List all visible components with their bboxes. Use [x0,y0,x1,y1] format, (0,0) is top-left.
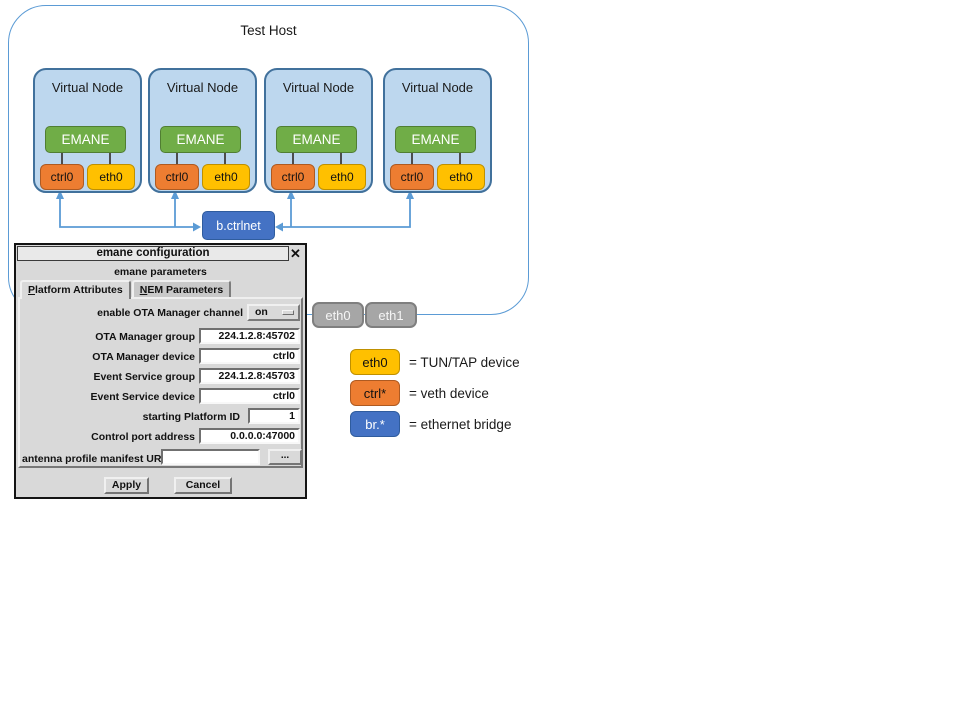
ctrl0-box: ctrl0 [40,164,84,190]
dropdown-indicator-icon [282,310,294,315]
dialog-title: emane configuration [96,247,210,259]
browse-button[interactable]: ... [268,449,302,465]
legend-label-veth: = veth device [409,385,489,401]
ctrl0-box: ctrl0 [271,164,315,190]
emane-ctrl-link-line [176,153,178,165]
field-label-platform-id: starting Platform ID [142,411,240,423]
control-port-input[interactable] [199,428,300,444]
antenna-uri-input[interactable] [161,449,260,465]
legend-ctrl-box: ctrl* [350,380,400,406]
ota-device-input[interactable] [199,348,300,364]
legend-label-bridge: = ethernet bridge [409,416,512,432]
virtual-node-2: Virtual Node EMANE ctrl0 eth0 [148,68,257,193]
dialog-titlebar[interactable]: emane configuration [17,246,289,261]
ota-channel-value: on [255,306,268,318]
virtual-node-title: Virtual Node [282,80,355,95]
eth0-box: eth0 [202,164,250,190]
legend-row-veth: ctrl* = veth device [350,380,489,406]
dialog-tabs: Platform Attributes NEM Parameters [20,280,232,299]
emane-ctrl-link-line [292,153,294,165]
field-label-ota-enable: enable OTA Manager channel [97,307,243,319]
emane-ctrl-link-line [411,153,413,165]
close-icon[interactable]: ✕ [290,246,301,261]
field-label-antenna-uri: antenna profile manifest URI [22,453,165,465]
tab-label: Platform Attributes [28,284,123,296]
field-label-ota-device: OTA Manager device [92,351,195,363]
event-device-input[interactable] [199,388,300,404]
emane-box: EMANE [45,126,126,153]
virtual-node-title: Virtual Node [401,80,474,95]
eth0-box: eth0 [87,164,135,190]
emane-eth-link-line [224,153,226,165]
tab-platform-attributes[interactable]: Platform Attributes [20,280,131,299]
emane-configuration-dialog: emane configuration ✕ emane parameters P… [14,243,307,499]
emane-eth-link-line [340,153,342,165]
legend-eth0-box: eth0 [350,349,400,375]
host-title: Test Host [240,23,297,38]
emane-eth-link-line [109,153,111,165]
tab-label: NEM Parameters [139,284,224,296]
virtual-node-3: Virtual Node EMANE ctrl0 eth0 [264,68,373,193]
emane-box: EMANE [276,126,357,153]
emane-box: EMANE [395,126,476,153]
ctrl0-box: ctrl0 [390,164,434,190]
field-label-event-group: Event Service group [93,371,195,383]
emane-box: EMANE [160,126,241,153]
legend-row-tuntap: eth0 = TUN/TAP device [350,349,520,375]
ota-channel-dropdown[interactable]: on [247,304,300,321]
host-eth0-box: eth0 [312,302,364,328]
field-label-control-port: Control port address [91,431,195,443]
host-eth1-box: eth1 [365,302,417,328]
ota-group-input[interactable] [199,328,300,344]
field-label-ota-group: OTA Manager group [95,331,195,343]
eth0-box: eth0 [437,164,485,190]
tab-nem-parameters[interactable]: NEM Parameters [131,280,232,297]
eth0-box: eth0 [318,164,366,190]
cancel-button[interactable]: Cancel [174,477,232,494]
virtual-node-title: Virtual Node [166,80,239,95]
legend-br-box: br.* [350,411,400,437]
ctrl0-box: ctrl0 [155,164,199,190]
virtual-node-title: Virtual Node [51,80,124,95]
dialog-subtitle: emane parameters [114,266,207,278]
apply-button[interactable]: Apply [104,477,149,494]
bridge-bctrlnet-box: b.ctrlnet [202,211,275,240]
virtual-node-1: Virtual Node EMANE ctrl0 eth0 [33,68,142,193]
virtual-node-4: Virtual Node EMANE ctrl0 eth0 [383,68,492,193]
emane-ctrl-link-line [61,153,63,165]
emane-eth-link-line [459,153,461,165]
legend-label-tuntap: = TUN/TAP device [409,354,520,370]
platform-id-input[interactable] [248,408,300,424]
field-label-event-device: Event Service device [90,391,195,403]
event-group-input[interactable] [199,368,300,384]
legend-row-bridge: br.* = ethernet bridge [350,411,511,437]
